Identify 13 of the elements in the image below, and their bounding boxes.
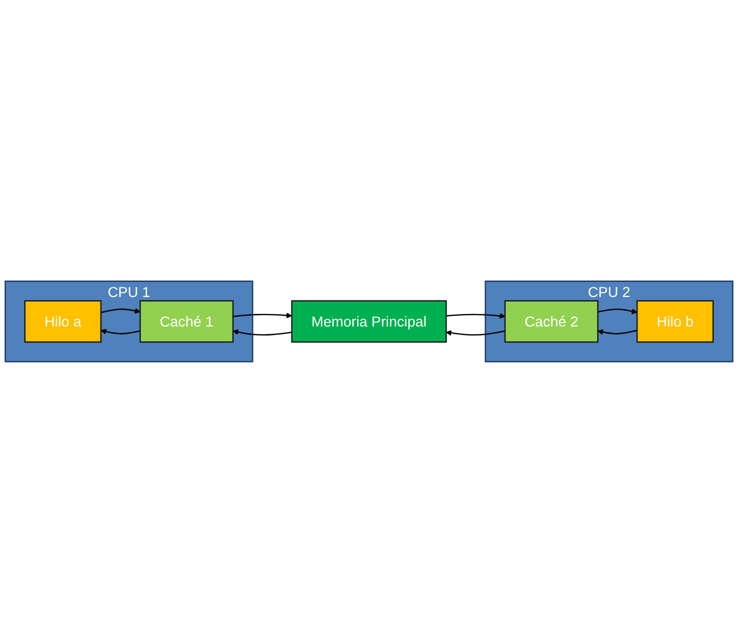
node-box: Hilo b [636, 300, 714, 342]
node-box: Memoria Principal [291, 300, 447, 342]
node-box: Caché 1 [140, 300, 234, 342]
arrow [446, 312, 506, 318]
arrow [598, 308, 638, 314]
arrow [232, 328, 292, 336]
arrow [446, 330, 506, 336]
arrow [232, 312, 292, 318]
node-box: Hilo a [24, 300, 102, 342]
arrow [100, 328, 140, 334]
arrow [598, 328, 638, 334]
arrow [100, 308, 140, 314]
node-box: Caché 2 [504, 300, 598, 342]
